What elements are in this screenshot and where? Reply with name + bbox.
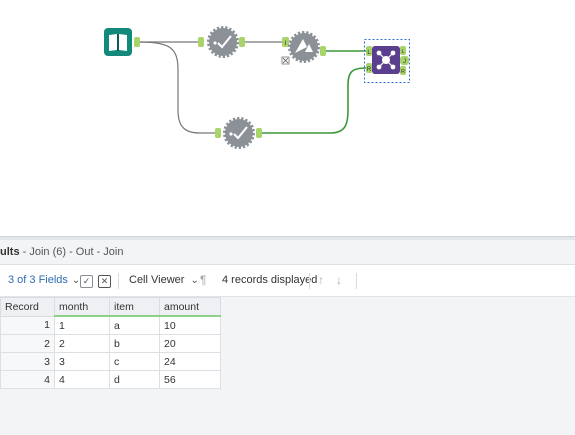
results-title: ults - Join (6) - Out - Join	[0, 246, 123, 258]
select1-output-anchor[interactable]	[239, 37, 245, 47]
workflow-canvas[interactable]: I L R	[0, 0, 575, 236]
amount-cell[interactable]: 24	[159, 352, 221, 371]
select1-input-anchor[interactable]	[198, 37, 204, 47]
join-right-anchor[interactable]	[366, 63, 372, 73]
results-table: Record month item amount 1 1 a 10 2 2 b …	[0, 297, 221, 389]
join-icon	[376, 50, 396, 70]
join-out-r-anchor[interactable]	[400, 66, 406, 75]
select2-output-anchor[interactable]	[256, 128, 262, 138]
input-output-anchor[interactable]	[134, 37, 140, 47]
table-header-row: Record month item amount	[0, 297, 221, 317]
fields-dropdown[interactable]: 3 of 3 Fields⌄	[8, 265, 80, 296]
close-icon	[282, 57, 289, 64]
join-tool[interactable]: L R L J R	[364, 39, 410, 83]
arrow-up-icon[interactable]: ↑	[318, 273, 324, 287]
join-out-j-label: J	[403, 59, 406, 65]
join-out-l-anchor[interactable]	[400, 46, 406, 55]
check-gear-icon	[229, 126, 248, 140]
filter-tool[interactable]: I	[281, 31, 326, 65]
column-header-item[interactable]: item	[109, 297, 160, 317]
chevron-down-icon: ⌄	[71, 275, 81, 286]
filter-icon	[295, 39, 313, 53]
table-row[interactable]: 4 4 d 56	[0, 370, 221, 389]
table-row[interactable]: 1 1 a 10	[0, 315, 221, 335]
month-cell[interactable]: 2	[54, 334, 110, 353]
toolbar-divider	[118, 273, 119, 289]
results-toolbar: 3 of 3 Fields⌄ ✓ ✕ Cell Viewer⌄ ¶ 4 reco…	[0, 265, 575, 297]
amount-cell[interactable]: 20	[159, 334, 221, 353]
check-gear-icon	[213, 35, 232, 49]
column-header-amount[interactable]: amount	[159, 297, 221, 317]
arrow-down-icon[interactable]: ↓	[336, 273, 342, 287]
select-tool-2[interactable]	[215, 117, 262, 149]
record-cell[interactable]: 1	[0, 315, 55, 335]
input-data-tool[interactable]	[104, 28, 140, 56]
results-grid-area: Record month item amount 1 1 a 10 2 2 b …	[0, 297, 575, 435]
month-cell[interactable]: 1	[54, 315, 110, 335]
select-tool-1[interactable]	[198, 26, 245, 58]
join-left-anchor[interactable]	[366, 46, 372, 56]
results-title-prefix: ults	[0, 246, 20, 258]
pilcrow-icon[interactable]: ¶	[200, 273, 207, 287]
join-out-l-label: L	[401, 49, 404, 55]
table-row[interactable]: 3 3 c 24	[0, 352, 221, 371]
record-cell[interactable]: 2	[0, 334, 55, 353]
amount-cell[interactable]: 56	[159, 370, 221, 389]
cell-viewer-label: Cell Viewer	[129, 274, 185, 286]
item-cell[interactable]: c	[109, 352, 160, 371]
item-cell[interactable]: b	[109, 334, 160, 353]
fields-label: 3 of 3 Fields	[8, 274, 68, 286]
cell-viewer-dropdown[interactable]: Cell Viewer ⌄	[129, 265, 199, 296]
join-right-label: R	[367, 67, 372, 73]
month-cell[interactable]: 4	[54, 370, 110, 389]
close-box-icon[interactable]: ✕	[98, 275, 111, 288]
column-header-record[interactable]: Record	[0, 297, 55, 317]
select2-input-anchor[interactable]	[215, 128, 221, 138]
filter-output-anchor[interactable]	[320, 46, 326, 56]
panel-splitter[interactable]	[0, 236, 575, 241]
item-cell[interactable]: d	[109, 370, 160, 389]
connection-select2-to-join	[260, 67, 367, 134]
record-cell[interactable]: 3	[0, 352, 55, 371]
results-header: ults - Join (6) - Out - Join	[0, 240, 575, 265]
chevron-down-icon: ⌄	[190, 275, 199, 286]
toolbar-divider	[356, 273, 357, 289]
check-box-icon[interactable]: ✓	[80, 275, 93, 288]
month-cell[interactable]: 3	[54, 352, 110, 371]
filter-input-label: I	[285, 41, 287, 47]
join-left-label: L	[367, 50, 371, 56]
item-cell[interactable]: a	[109, 315, 160, 335]
table-row[interactable]: 2 2 b 20	[0, 334, 221, 353]
column-header-month[interactable]: month	[54, 297, 110, 317]
filter-input-anchor[interactable]	[282, 37, 289, 47]
records-count: 4 records displayed	[222, 274, 318, 286]
connection-input-to-select2	[139, 41, 217, 134]
book-icon	[109, 34, 127, 51]
record-cell[interactable]: 4	[0, 370, 55, 389]
toolbar-divider	[309, 273, 310, 289]
join-out-j-anchor[interactable]	[400, 56, 409, 65]
workflow-diagram[interactable]: I L R	[0, 0, 575, 236]
amount-cell[interactable]: 10	[159, 315, 221, 335]
results-title-rest: - Join (6) - Out - Join	[19, 246, 124, 258]
join-out-r-label: R	[401, 69, 405, 75]
